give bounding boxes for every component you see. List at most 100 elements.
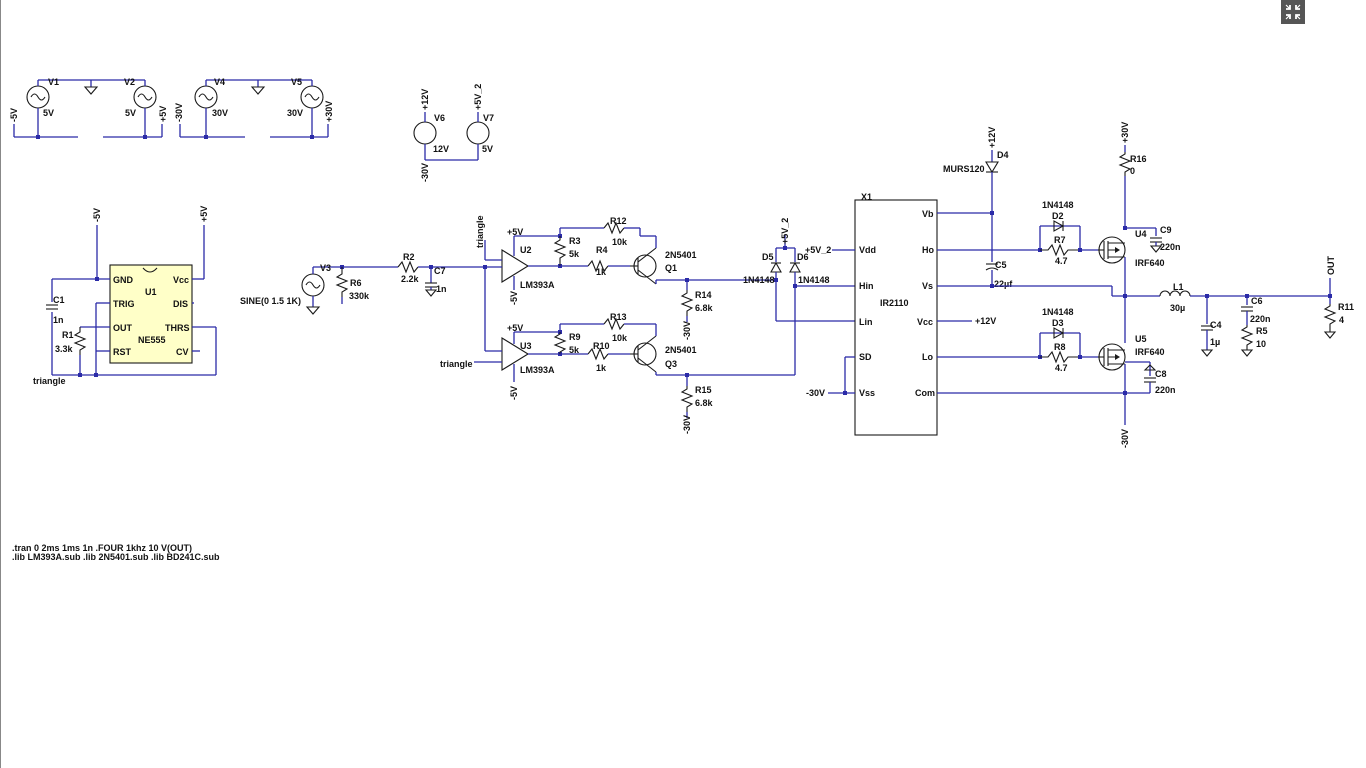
pin-trig: TRIG <box>113 299 135 309</box>
pin-vb: Vb <box>922 209 934 219</box>
c9-value: 220n <box>1160 242 1181 252</box>
r2-name: R2 <box>403 252 415 262</box>
vcc-net: +12V <box>975 316 996 326</box>
r10-value: 1k <box>596 363 607 373</box>
d6-part: 1N4148 <box>798 275 830 285</box>
r5-name: R5 <box>1256 326 1268 336</box>
pin-lo: Lo <box>922 352 933 362</box>
u3-vplus: +5V <box>507 323 523 333</box>
r16-name: R16 <box>1130 154 1147 164</box>
power-neg-net: -30V <box>1120 429 1130 448</box>
r9-value: 5k <box>569 345 580 355</box>
comparator-top: triangle +5V -5V U2 LM393A R3 5k R4 1k R… <box>475 215 776 340</box>
u4-name: U4 <box>1135 229 1147 239</box>
timer-part: NE555 <box>138 335 166 345</box>
r16-net: +30V <box>1120 122 1130 143</box>
r6-name: R6 <box>350 278 362 288</box>
clamp-net: +5V_2 <box>780 218 790 244</box>
vss-net: -30V <box>806 388 825 398</box>
l1-name: L1 <box>1173 282 1184 292</box>
r1-name: R1 <box>62 330 74 340</box>
r15-value: 6.8k <box>695 398 714 408</box>
v7-name: V7 <box>483 113 494 123</box>
r13-name: R13 <box>610 312 627 322</box>
r8-value: 4.7 <box>1055 363 1068 373</box>
pin-vcc: Vcc <box>917 317 933 327</box>
sine-frontend: V3 SINE(0 1.5 1K) R6 330k R2 2.2k C7 1n <box>240 252 487 351</box>
c1-name: C1 <box>53 295 65 305</box>
pin-gnd: GND <box>113 275 134 285</box>
pin-out: OUT <box>113 323 133 333</box>
v2-name: V2 <box>124 77 135 87</box>
r14-value: 6.8k <box>695 303 714 313</box>
out-net: OUT <box>1326 256 1336 276</box>
u3-triangle-label: triangle <box>440 359 473 369</box>
u2-name: U2 <box>520 245 532 255</box>
c6-name: C6 <box>1251 296 1263 306</box>
r4-value: 1k <box>596 267 607 277</box>
r13-value: 10k <box>612 333 628 343</box>
source-v5: V5 30V +30V <box>270 77 334 139</box>
u4-part: IRF640 <box>1135 258 1165 268</box>
bootstrap: +12V D4 MURS120 C5 22µf <box>937 127 1013 289</box>
power-stage: +30V R16 0 C9 220n U4 IRF640 U5 IRF640 C… <box>937 122 1181 448</box>
d5-part: 1N4148 <box>743 275 775 285</box>
v4-net: -30V <box>174 103 184 122</box>
v6-name: V6 <box>434 113 445 123</box>
v2-value: 5V <box>125 108 136 118</box>
timer-name: U1 <box>145 287 157 297</box>
u2-triangle-label: triangle <box>475 215 485 248</box>
d3-part: 1N4148 <box>1042 307 1074 317</box>
r14-name: R14 <box>695 290 712 300</box>
u5-part: IRF640 <box>1135 347 1165 357</box>
v7-value: 5V <box>482 144 493 154</box>
fullscreen-exit-button[interactable] <box>1281 0 1305 24</box>
driver-name: X1 <box>861 192 872 202</box>
q3-neg-net: -30V <box>682 415 692 434</box>
v1-value: 5V <box>43 108 54 118</box>
d4-net: +12V <box>987 127 997 148</box>
c5-name: C5 <box>995 260 1007 270</box>
r2-value: 2.2k <box>401 274 420 284</box>
v3-value: SINE(0 1.5 1K) <box>240 296 301 306</box>
r9-name: R9 <box>569 332 581 342</box>
pin-sd: SD <box>859 352 872 362</box>
v4-value: 30V <box>212 108 228 118</box>
pin-lin: Lin <box>859 317 873 327</box>
pin-vcc: Vcc <box>173 275 189 285</box>
v1-net: -5V <box>9 108 19 122</box>
r5-value: 10 <box>1256 339 1266 349</box>
v2-net: +5V <box>158 106 168 122</box>
d5-name: D5 <box>762 252 774 262</box>
comparator-bottom: triangle +5V -5V U3 LM393A R9 5k R10 1k … <box>440 312 795 434</box>
c5-value: 22µf <box>994 279 1013 289</box>
u2-vplus: +5V <box>507 227 523 237</box>
u2-vminus: -5V <box>509 291 519 305</box>
vdd-net: +5V_2 <box>805 245 831 255</box>
u3-vminus: -5V <box>509 386 519 400</box>
r8-name: R8 <box>1054 342 1066 352</box>
d4-part: MURS120 <box>943 164 985 174</box>
c7-name: C7 <box>434 266 446 276</box>
c4-name: C4 <box>1210 320 1222 330</box>
c8-name: C8 <box>1155 369 1167 379</box>
source-v4: V4 30V -30V <box>174 77 312 139</box>
r3-name: R3 <box>569 236 581 246</box>
c1-value: 1n <box>53 315 64 325</box>
d3-name: D3 <box>1052 318 1064 328</box>
pin-ho: Ho <box>922 245 934 255</box>
gate-network-bottom: 1N4148 D3 R8 4.7 <box>937 307 1098 373</box>
pin-cv: CV <box>176 347 189 357</box>
v3-name: V3 <box>320 263 331 273</box>
r11-value: 4 <box>1339 315 1344 325</box>
v5-net: +30V <box>324 101 334 122</box>
clamp-diodes: +5V_2 D5 D6 1N4148 1N4148 <box>743 218 855 375</box>
u5-name: U5 <box>1135 334 1147 344</box>
v1-name: V1 <box>48 77 59 87</box>
v7-net: +5V_2 <box>473 84 483 110</box>
r7-value: 4.7 <box>1055 256 1068 266</box>
c6-value: 220n <box>1250 314 1271 324</box>
source-v2: V2 5V +5V <box>103 77 168 139</box>
r7-name: R7 <box>1054 235 1066 245</box>
